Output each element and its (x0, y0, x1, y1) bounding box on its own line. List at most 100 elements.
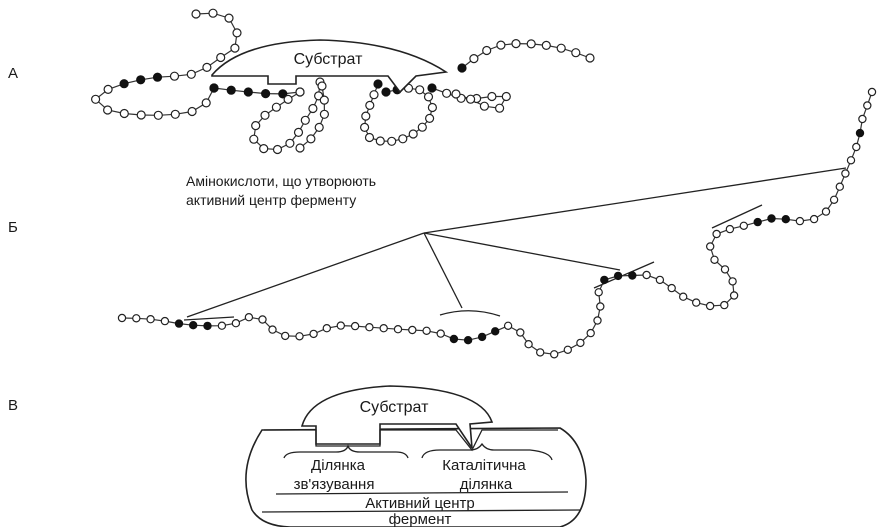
amino-acid-residue (482, 45, 492, 56)
amino-acid-residue (249, 134, 259, 144)
active-site-residue (243, 87, 253, 97)
amino-acid-residue (571, 48, 581, 58)
panel-c-enzyme-label: фермент (389, 511, 452, 527)
panel-b: Б Амінокислоти, що утворюють активний це… (8, 87, 877, 359)
amino-acid-residue (576, 338, 585, 348)
active-site-residue (767, 214, 776, 223)
amino-acid-residue (863, 101, 872, 110)
amino-acid-residue (119, 108, 129, 119)
amino-acid-residue (102, 105, 113, 115)
active-site-residue (261, 88, 271, 99)
amino-acid-residue (293, 127, 304, 137)
amino-acid-residue (103, 84, 113, 95)
amino-acid-residue (729, 291, 739, 300)
amino-acid-residue (117, 313, 127, 323)
amino-acid-residue (596, 302, 605, 311)
amino-acid-residue (442, 88, 452, 98)
amino-acid-residue (285, 138, 295, 148)
active-site-residue (119, 79, 129, 89)
panel-b-caption-line1: Амінокислоти, що утворюють (186, 173, 376, 189)
amino-acid-residue (90, 94, 101, 104)
amino-acid-residue (216, 52, 226, 63)
amino-acid-residue (427, 102, 437, 113)
amino-acid-residue (336, 321, 345, 330)
active-site-residue (209, 83, 219, 93)
amino-acid-residue (365, 100, 375, 111)
panel-c-enzyme-socket (264, 429, 558, 452)
amino-acid-residue (469, 53, 479, 64)
active-site-residue (203, 321, 212, 331)
amino-acid-residue (846, 156, 856, 165)
amino-acid-residue (667, 283, 676, 293)
amino-acid-residue (425, 113, 435, 124)
amino-acid-residue (655, 275, 665, 285)
panel-c-binding-brace (283, 443, 409, 459)
amino-acid-residue (295, 143, 305, 153)
panel-c-enzyme-brace (261, 509, 581, 513)
amino-acid-residue (319, 109, 329, 119)
active-site-residue (381, 87, 391, 97)
amino-acid-residue (867, 87, 877, 97)
amino-acid-residue (364, 132, 375, 143)
active-site-residue (136, 75, 146, 85)
amino-acid-residue (795, 216, 805, 226)
amino-acid-residue (271, 102, 281, 112)
amino-acid-residue (705, 301, 715, 311)
amino-acid-residue (556, 43, 566, 53)
amino-acid-residue (516, 328, 525, 337)
panel-c-binding-line1: Ділянка (311, 457, 366, 474)
amino-acid-residue (244, 313, 254, 322)
amino-acid-residue (360, 122, 370, 133)
amino-acid-residue (466, 94, 476, 104)
amino-acid-residue (487, 91, 497, 102)
amino-acid-residue (706, 242, 715, 251)
amino-acid-residue (375, 136, 385, 146)
amino-acid-residue (224, 13, 234, 23)
amino-acid-residue (720, 300, 729, 310)
amino-acid-residue (393, 325, 403, 334)
active-site-residue (628, 271, 637, 280)
amino-acid-residue (593, 316, 602, 325)
panel-a: А Субстрат (8, 8, 595, 155)
amino-acid-residue (369, 90, 379, 100)
amino-acid-residue (408, 325, 417, 335)
amino-acid-residue (217, 321, 227, 330)
amino-acid-residue (272, 144, 283, 155)
amino-acid-residue (322, 324, 331, 333)
amino-acid-residue (415, 85, 425, 95)
amino-acid-residue (350, 321, 360, 331)
active-site-residue (174, 319, 184, 328)
active-site-residue (491, 327, 500, 336)
amino-acid-residue (417, 122, 427, 132)
amino-acid-residue (436, 329, 445, 338)
panel-c-enzyme-body (245, 427, 587, 527)
amino-acid-residue (479, 101, 489, 111)
amino-acid-residue (379, 324, 388, 333)
amino-acid-residue (283, 94, 293, 105)
amino-acid-residue (201, 98, 211, 108)
amino-acid-residue (710, 255, 719, 264)
amino-acid-residue (422, 326, 431, 335)
amino-acid-residue (852, 142, 861, 152)
amino-acid-residue (809, 214, 819, 224)
panel-a-protein-chain (90, 8, 595, 155)
amino-acid-residue (594, 288, 603, 297)
panel-c-active-center-label: Активний центр (365, 495, 474, 512)
amino-acid-residue (585, 53, 595, 63)
amino-acid-residue (586, 328, 595, 338)
amino-acid-residue (495, 103, 505, 113)
active-site-residue (449, 334, 459, 344)
active-site-residue (463, 336, 473, 345)
amino-acid-residue (408, 129, 418, 139)
amino-acid-residue (146, 315, 155, 324)
amino-acid-residue (132, 314, 141, 323)
active-site-residue (226, 85, 236, 95)
active-site-residue (613, 271, 623, 281)
amino-acid-residue (309, 329, 318, 339)
active-site-residue (781, 214, 791, 224)
amino-acid-residue (451, 89, 461, 99)
panel-b-pointer-lines (186, 167, 847, 318)
amino-acid-residue (679, 292, 688, 301)
panel-c-letter: В (8, 397, 18, 414)
